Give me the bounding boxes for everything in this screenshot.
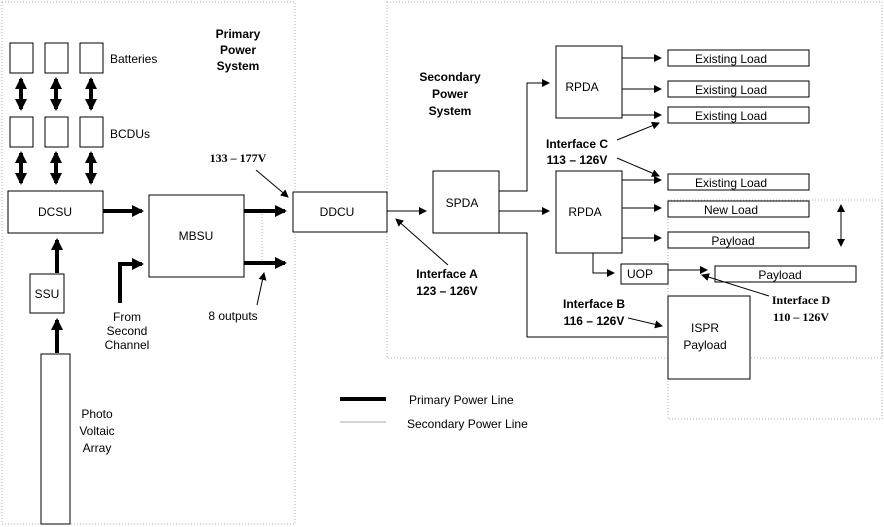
photo-voltaic-array-box	[40, 353, 71, 525]
legend-secondary-label: Secondary Power Line	[407, 417, 528, 431]
legend-primary-label: Primary Power Line	[409, 393, 514, 407]
interface-c-pointer-down	[616, 157, 660, 177]
interface-a-label: Interface A	[416, 267, 478, 281]
bcdu-2	[44, 116, 69, 148]
bcdu-3	[79, 116, 104, 148]
interface-a-pointer	[395, 218, 449, 266]
secondary-title-2: Power	[432, 87, 468, 101]
voltage-pointer	[255, 169, 289, 198]
battery-1	[9, 42, 34, 74]
interface-d-voltage: 110 – 126V	[773, 310, 829, 324]
ispr-payload-box	[667, 295, 751, 380]
spda-rpda-top-line	[499, 79, 550, 192]
interface-a-voltage: 123 – 126V	[416, 284, 477, 298]
existing-load-2	[667, 80, 810, 98]
existing-load-4	[667, 173, 810, 191]
spda-label: SPDA	[446, 196, 479, 210]
primary-title-2: Power	[220, 43, 256, 57]
uop-label: UOP	[627, 267, 653, 281]
ssu-label: SSU	[35, 287, 60, 301]
existing-load-1-label: Existing Load	[695, 52, 767, 66]
spda-ispr-line	[499, 232, 667, 338]
interface-c-voltage: 113 – 126V	[547, 153, 608, 167]
outputs-pointer	[256, 272, 267, 306]
ssu-box	[29, 273, 65, 314]
interface-c-label: Interface C	[546, 137, 608, 151]
rpda-bottom-label: RPDA	[568, 205, 601, 219]
photo-label-1: Photo	[81, 407, 113, 421]
interface-c-pointer-up	[616, 121, 660, 141]
interface-b-voltage: 116 – 126V	[564, 314, 625, 328]
payload-b-box	[714, 265, 857, 283]
ddcu-voltage-label: 133 – 177V	[210, 151, 267, 165]
primary-region-border	[1, 1, 296, 525]
spda-box	[432, 170, 500, 234]
bcdu-1	[9, 116, 34, 148]
dcsu-box	[7, 190, 104, 234]
payload-a-label: Payload	[711, 234, 754, 248]
secondary-region-border	[386, 1, 883, 359]
battery-3	[79, 42, 104, 74]
rpda-bottom-box	[555, 170, 623, 254]
uop-box	[620, 263, 669, 285]
new-load-box	[667, 200, 810, 218]
existing-load-2-label: Existing Load	[695, 83, 767, 97]
batteries-label: Batteries	[110, 52, 157, 66]
interface-b-pointer	[627, 317, 663, 329]
existing-load-3	[667, 106, 810, 124]
second-channel-label-1: From	[113, 310, 141, 324]
battery-2	[44, 42, 69, 74]
mbsu-box	[148, 194, 245, 278]
ispr-label-1: ISPR	[691, 321, 719, 335]
second-channel-arrow	[118, 258, 144, 303]
payload-a-box	[667, 231, 810, 249]
second-channel-label-3: Channel	[105, 338, 150, 352]
interface-d-label: Interface D	[772, 293, 831, 307]
rpda-top-label: RPDA	[565, 80, 598, 94]
outputs-label: 8 outputs	[208, 309, 257, 323]
existing-load-1	[667, 49, 810, 67]
dcsu-label: DCSU	[38, 205, 72, 219]
second-channel-label-2: Second	[107, 324, 148, 338]
primary-title-1: Primary	[216, 27, 261, 41]
rpda-uop-line	[592, 253, 615, 277]
bcdus-label: BCDUs	[110, 127, 150, 141]
interface-b-label: Interface B	[563, 297, 625, 311]
ddcu-box	[292, 191, 388, 233]
ddcu-label: DDCU	[320, 205, 355, 219]
interface-d-pointer	[701, 273, 770, 297]
payload-b-label: Payload	[758, 268, 801, 282]
secondary-title-3: System	[429, 104, 472, 118]
primary-title-3: System	[217, 59, 260, 73]
existing-load-4-label: Existing Load	[695, 176, 767, 190]
mbsu-label: MBSU	[179, 229, 214, 243]
existing-load-3-label: Existing Load	[695, 109, 767, 123]
photo-label-2: Voltaic	[79, 424, 114, 438]
rpda-top-box	[555, 45, 623, 119]
ispr-label-2: Payload	[683, 338, 726, 352]
secondary-title-1: Secondary	[419, 70, 481, 84]
photo-label-3: Array	[83, 441, 112, 455]
new-load-label: New Load	[704, 203, 758, 217]
